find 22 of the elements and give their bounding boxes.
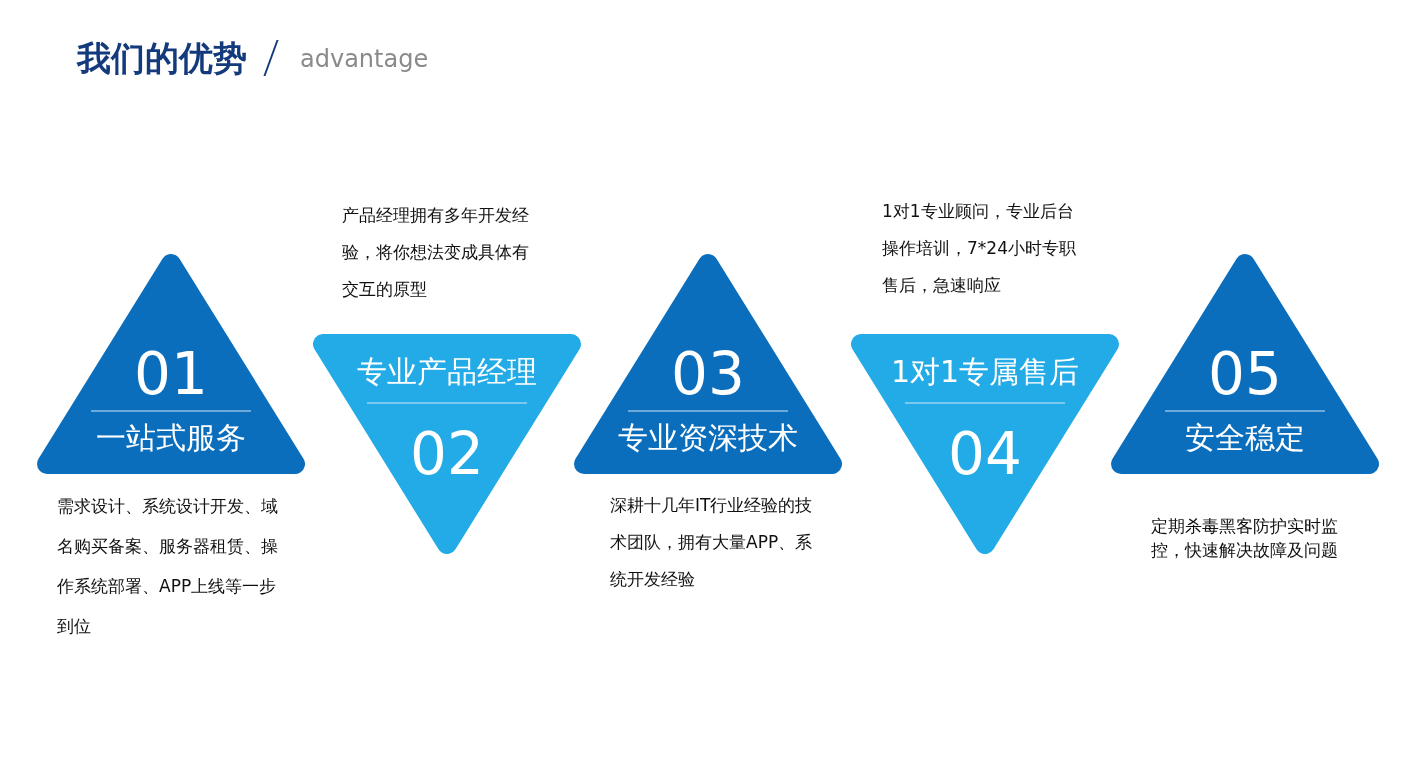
triangle-card: [37, 253, 305, 475]
step-title: 一站式服务: [95, 423, 247, 453]
step-title: 专业产品经理: [356, 357, 538, 387]
triangle-card: [574, 253, 842, 475]
description-text: 需求设计、系统设计开发、域名购买备案、服务器租赁、操作系统部署、APP上线等一步到位: [57, 495, 279, 638]
description-text: 1对1专业顾问，专业后台操作培训，7*24小时专职售后，急速响应: [882, 200, 1077, 297]
triangle-card: [1111, 253, 1379, 475]
description-text: 产品经理拥有多年开发经验，将你想法变成具体有交互的原型: [342, 204, 530, 301]
step-number: 02: [409, 425, 485, 483]
step-title: 专业资深技术: [617, 423, 799, 453]
step-number: 03: [670, 345, 746, 403]
step-title: 1对1专属售后: [889, 357, 1081, 387]
description-text: 定期杀毒黑客防护实时监控，快速解决故障及问题: [1151, 515, 1339, 562]
step-title: 安全稳定: [1184, 423, 1306, 453]
step-number: 05: [1207, 345, 1283, 403]
step-number: 01: [133, 345, 209, 403]
triangle-card: [313, 333, 581, 555]
subtitle-text: advantage: [300, 44, 429, 74]
triangle-card: [851, 333, 1119, 555]
page-title: 我们的优势: [77, 37, 247, 80]
description-text: 深耕十几年IT行业经验的技术团队，拥有大量APP、系统开发经验: [610, 494, 814, 591]
step-number: 04: [947, 425, 1023, 483]
